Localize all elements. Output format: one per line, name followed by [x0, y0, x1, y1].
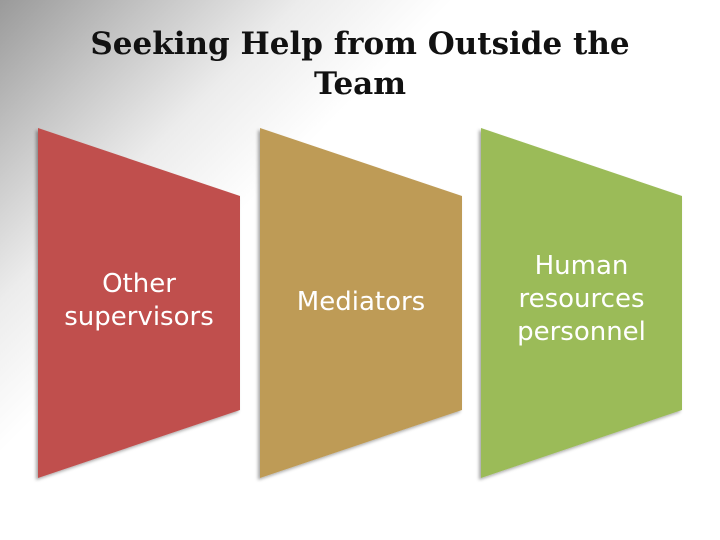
panel-label-mediators: Mediators [260, 286, 462, 319]
panel-label-other-supervisors: Other supervisors [38, 268, 240, 334]
panel-label-line: personnel [517, 317, 646, 347]
panel-label-line: resources [518, 284, 645, 314]
panel-label-line: Mediators [296, 287, 426, 317]
slide-title-line-1: Seeking Help from Outside the [90, 26, 630, 62]
panel-shape-other-supervisors [38, 128, 240, 478]
panel-shape-human-resources [481, 128, 682, 478]
panel-label-human-resources: Human resources personnel [481, 250, 682, 349]
panel-label-line: Human [534, 251, 629, 281]
panel-label-line: Other [102, 269, 176, 299]
slide-title: Seeking Help from Outside the Team [60, 24, 660, 104]
panel-label-line: supervisors [64, 302, 214, 332]
slide-title-line-2: Team [313, 66, 407, 102]
panel-shape-mediators [260, 128, 462, 478]
